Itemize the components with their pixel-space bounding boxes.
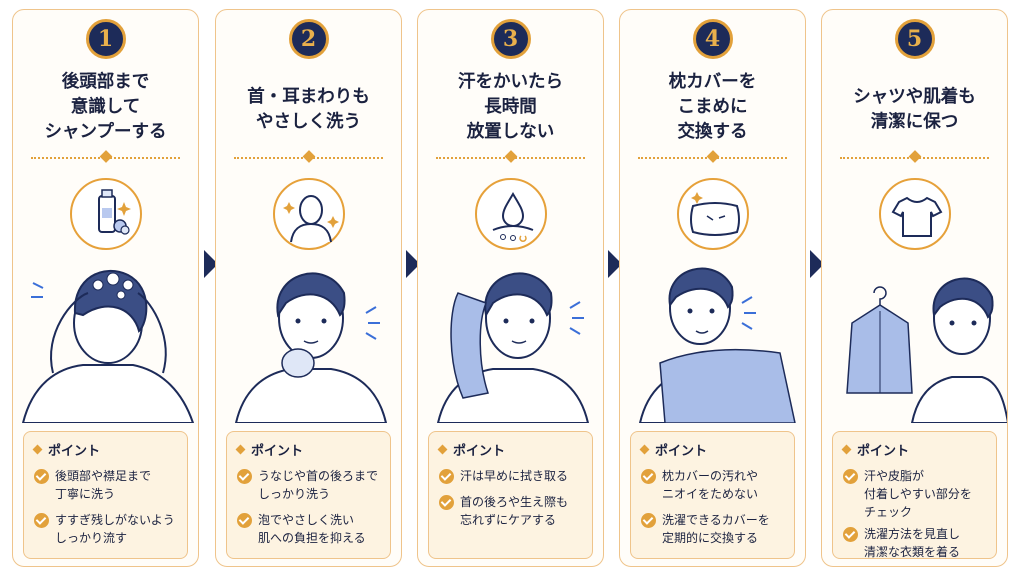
divider-diamond xyxy=(908,150,921,163)
head-silhouette-icon xyxy=(272,178,345,250)
point-item: 洗濯方法を見直し 清潔な衣類を着る xyxy=(843,525,988,561)
shampoo-bottle-icon xyxy=(69,178,142,250)
point-item: 後頭部や襟足まで 丁寧に洗う xyxy=(34,467,179,503)
step-title: 汗をかいたら 長時間 放置しない xyxy=(458,72,563,142)
point-label: ポイント xyxy=(655,444,708,459)
checkmark-icon xyxy=(641,513,656,528)
man-washing-hair-illustration xyxy=(21,269,195,423)
man-holding-pillowcase-illustration xyxy=(638,267,796,423)
step-card-3: 3 汗をかいたら 長時間 放置しない ポイント 汗は早めに拭き取る 首の後ろや生… xyxy=(417,9,604,567)
point-label: ポイント xyxy=(251,444,304,459)
man-checking-shirt-illustration xyxy=(846,277,1007,423)
point-box: ポイント うなじや首の後ろまで しっかり洗う 泡でやさしく洗い 肌への負担を抑え… xyxy=(226,431,391,559)
point-item: 首の後ろや生え際も 忘れずにケアする xyxy=(439,493,584,529)
tshirt-icon xyxy=(878,178,951,250)
diamond-bullet-icon xyxy=(437,444,448,455)
step-number-badge: 2 xyxy=(288,19,329,59)
diamond-bullet-icon xyxy=(639,444,650,455)
point-item: 洗濯できるカバーを 定期的に交換する xyxy=(641,511,786,547)
step-title: シャツや肌着も 清潔に保つ xyxy=(853,87,976,132)
step-card-2: 2 首・耳まわりも やさしく洗う ポイント うなじや首の後ろまで しっかり洗う … xyxy=(215,9,402,567)
step-title: 後頭部まで 意識して シャンプーする xyxy=(44,72,167,142)
diamond-bullet-icon xyxy=(841,444,852,455)
checkmark-icon xyxy=(843,527,858,542)
divider-diamond xyxy=(504,150,517,163)
step-title: 首・耳まわりも やさしく洗う xyxy=(247,87,370,132)
step-number-badge: 5 xyxy=(894,19,935,59)
step-title: 枕カバーを こまめに 交換する xyxy=(668,72,757,142)
point-label: ポイント xyxy=(857,444,910,459)
point-item: 汗は早めに拭き取る xyxy=(439,467,584,485)
arrow-right-icon xyxy=(810,250,824,278)
man-wiping-sweat-illustration xyxy=(436,272,590,423)
checkmark-icon xyxy=(641,469,656,484)
step-number-badge: 1 xyxy=(85,19,126,59)
diamond-bullet-icon xyxy=(32,444,43,455)
point-label: ポイント xyxy=(453,444,506,459)
pillow-icon xyxy=(676,178,749,250)
arrow-right-icon xyxy=(204,250,218,278)
point-item: 泡でやさしく洗い 肌への負担を抑える xyxy=(237,511,382,547)
divider-diamond xyxy=(706,150,719,163)
point-item: すすぎ残しがないよう しっかり流す xyxy=(34,511,179,547)
point-label: ポイント xyxy=(48,444,101,459)
man-washing-neck-illustration xyxy=(234,272,388,423)
point-item: 汗や皮脂が 付着しやすい部分を チェック xyxy=(843,467,988,521)
checkmark-icon xyxy=(439,469,454,484)
point-item: うなじや首の後ろまで しっかり洗う xyxy=(237,467,382,503)
checkmark-icon xyxy=(843,469,858,484)
checkmark-icon xyxy=(237,469,252,484)
step-number-badge: 3 xyxy=(490,19,531,59)
checkmark-icon xyxy=(34,469,49,484)
point-item: 枕カバーの汚れや ニオイをためない xyxy=(641,467,786,503)
checkmark-icon xyxy=(34,513,49,528)
checkmark-icon xyxy=(237,513,252,528)
point-box: ポイント 汗は早めに拭き取る 首の後ろや生え際も 忘れずにケアする xyxy=(428,431,593,559)
sweat-drop-icon xyxy=(474,178,547,250)
arrow-right-icon xyxy=(406,250,420,278)
point-box: ポイント 後頭部や襟足まで 丁寧に洗う すすぎ残しがないよう しっかり流す xyxy=(23,431,188,559)
point-box: ポイント 枕カバーの汚れや ニオイをためない 洗濯できるカバーを 定期的に交換す… xyxy=(630,431,795,559)
step-card-1: 1 後頭部まで 意識して シャンプーする ポイント 後頭部や襟足まで 丁寧に洗う… xyxy=(12,9,199,567)
checkmark-icon xyxy=(439,495,454,510)
point-box: ポイント 汗や皮脂が 付着しやすい部分を チェック 洗濯方法を見直し 清潔な衣類… xyxy=(832,431,997,559)
divider-diamond xyxy=(99,150,112,163)
divider-diamond xyxy=(302,150,315,163)
diamond-bullet-icon xyxy=(235,444,246,455)
arrow-right-icon xyxy=(608,250,622,278)
step-card-4: 4 枕カバーを こまめに 交換する ポイント 枕カバーの汚れや ニオイをためない… xyxy=(619,9,806,567)
step-card-5: 5 シャツや肌着も 清潔に保つ ポイント 汗や皮脂が 付着しやすい部分を チェッ… xyxy=(821,9,1008,567)
step-number-badge: 4 xyxy=(692,19,733,59)
